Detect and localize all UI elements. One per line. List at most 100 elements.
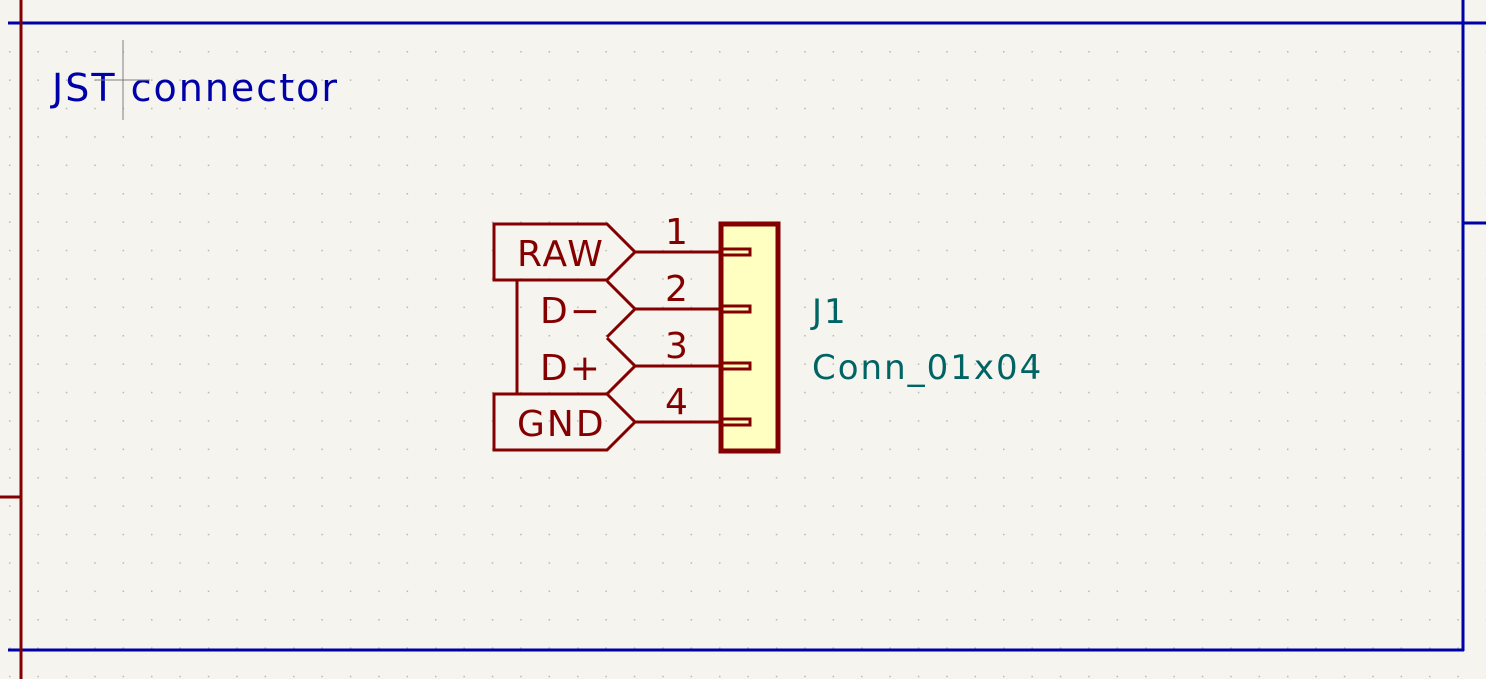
grid-dot — [804, 533, 806, 536]
net-label-text[interactable]: GND — [517, 404, 606, 445]
grid-dot — [1201, 420, 1204, 422]
grid-dot — [747, 193, 749, 195]
grid-dot — [1230, 391, 1232, 394]
grid-dot — [1088, 51, 1090, 53]
grid-dot — [775, 164, 778, 167]
grid-dot — [1116, 675, 1119, 678]
grid-dot — [946, 335, 948, 337]
grid-dot — [236, 590, 238, 593]
connector-pin[interactable] — [720, 304, 752, 314]
grid-dot — [1400, 562, 1403, 564]
grid-dot — [1343, 448, 1346, 451]
grid-dot — [633, 107, 636, 110]
connector-pin[interactable] — [720, 417, 752, 427]
grid-dot — [207, 164, 210, 167]
grid-dot — [491, 675, 494, 678]
grid-dot — [9, 164, 11, 167]
grid-dot — [1003, 51, 1005, 53]
grid-dot — [179, 505, 181, 507]
grid-dot — [861, 448, 863, 451]
grid-dot — [406, 619, 409, 621]
grid-dot — [1258, 391, 1261, 394]
grid-dot — [37, 448, 39, 451]
net-label-outline[interactable] — [492, 222, 638, 282]
left-wire[interactable] — [0, 0, 23, 679]
grid-dot — [662, 391, 664, 394]
net-label-outline[interactable] — [492, 392, 638, 452]
grid-dot — [65, 477, 68, 479]
grid-dot — [179, 448, 181, 451]
grid-dot — [94, 619, 96, 621]
grid-dot — [577, 306, 579, 309]
grid-dot — [946, 51, 948, 53]
grid-dot — [37, 363, 39, 365]
grid-dot — [1201, 647, 1204, 649]
grid-dot — [1230, 562, 1232, 564]
connector-pin[interactable] — [720, 361, 752, 371]
grid-dot — [179, 306, 181, 309]
grid-dot — [861, 278, 863, 280]
grid-dot — [236, 193, 238, 195]
grid-dot — [1003, 221, 1005, 223]
grid-dot — [1116, 590, 1119, 593]
grid-dot — [974, 420, 977, 422]
connector-body[interactable] — [718, 221, 781, 454]
grid-dot — [747, 647, 749, 649]
net-label-outline[interactable] — [605, 336, 638, 396]
net-label-outline[interactable] — [605, 279, 638, 339]
grid-dot — [321, 193, 323, 195]
grid-dot — [463, 107, 465, 110]
grid-dot — [1315, 363, 1317, 365]
net-label-text[interactable]: RAW — [517, 234, 605, 275]
grid-dot — [520, 306, 522, 309]
grid-dot — [207, 306, 210, 309]
component-reference[interactable]: J1 — [810, 292, 848, 332]
grid-dot — [349, 533, 352, 536]
grid-dot — [406, 221, 409, 223]
grid-dot — [491, 562, 494, 564]
grid-dot — [65, 363, 68, 365]
grid-dot — [804, 619, 806, 621]
grid-dot — [122, 619, 125, 621]
grid-dot — [804, 590, 806, 593]
sheet-title-text[interactable]: JST connector — [50, 66, 339, 110]
grid-dot — [349, 363, 352, 365]
grid-dot — [690, 107, 693, 110]
grid-dot — [463, 675, 465, 678]
grid-dot — [889, 306, 891, 309]
grid-dot — [1230, 79, 1232, 81]
grid-dot — [605, 619, 607, 621]
component-value[interactable]: Conn_01x04 — [812, 348, 1043, 388]
grid-dot — [832, 278, 835, 280]
connector-pin[interactable] — [720, 247, 752, 257]
grid-dot — [946, 249, 948, 252]
grid-dot — [1457, 533, 1459, 536]
grid-dot — [1173, 505, 1175, 507]
grid-dot — [861, 562, 863, 564]
grid-dot — [974, 221, 977, 223]
grid-dot — [1116, 136, 1119, 138]
grid-dot — [861, 420, 863, 422]
grid-dot — [321, 221, 323, 223]
grid-dot — [1116, 647, 1119, 649]
grid-dot — [349, 619, 352, 621]
grid-dot — [1088, 619, 1090, 621]
grid-dot — [1287, 363, 1289, 365]
grid-dot — [293, 505, 295, 507]
grid-dot — [151, 335, 153, 337]
grid-dot — [1372, 193, 1374, 195]
grid-dot — [1145, 278, 1147, 280]
grid-dot — [349, 306, 352, 309]
grid-dot — [889, 107, 891, 110]
grid-dot — [719, 505, 721, 507]
net-label-text[interactable]: D+ — [540, 348, 602, 389]
grid-dot — [179, 164, 181, 167]
grid-dot — [1116, 391, 1119, 394]
grid-dot — [775, 619, 778, 621]
grid-dot — [1230, 590, 1232, 593]
grid-dot — [917, 306, 920, 309]
grid-dot — [207, 249, 210, 252]
grid-dot — [1230, 278, 1232, 280]
net-label-text[interactable]: D− — [540, 291, 602, 332]
